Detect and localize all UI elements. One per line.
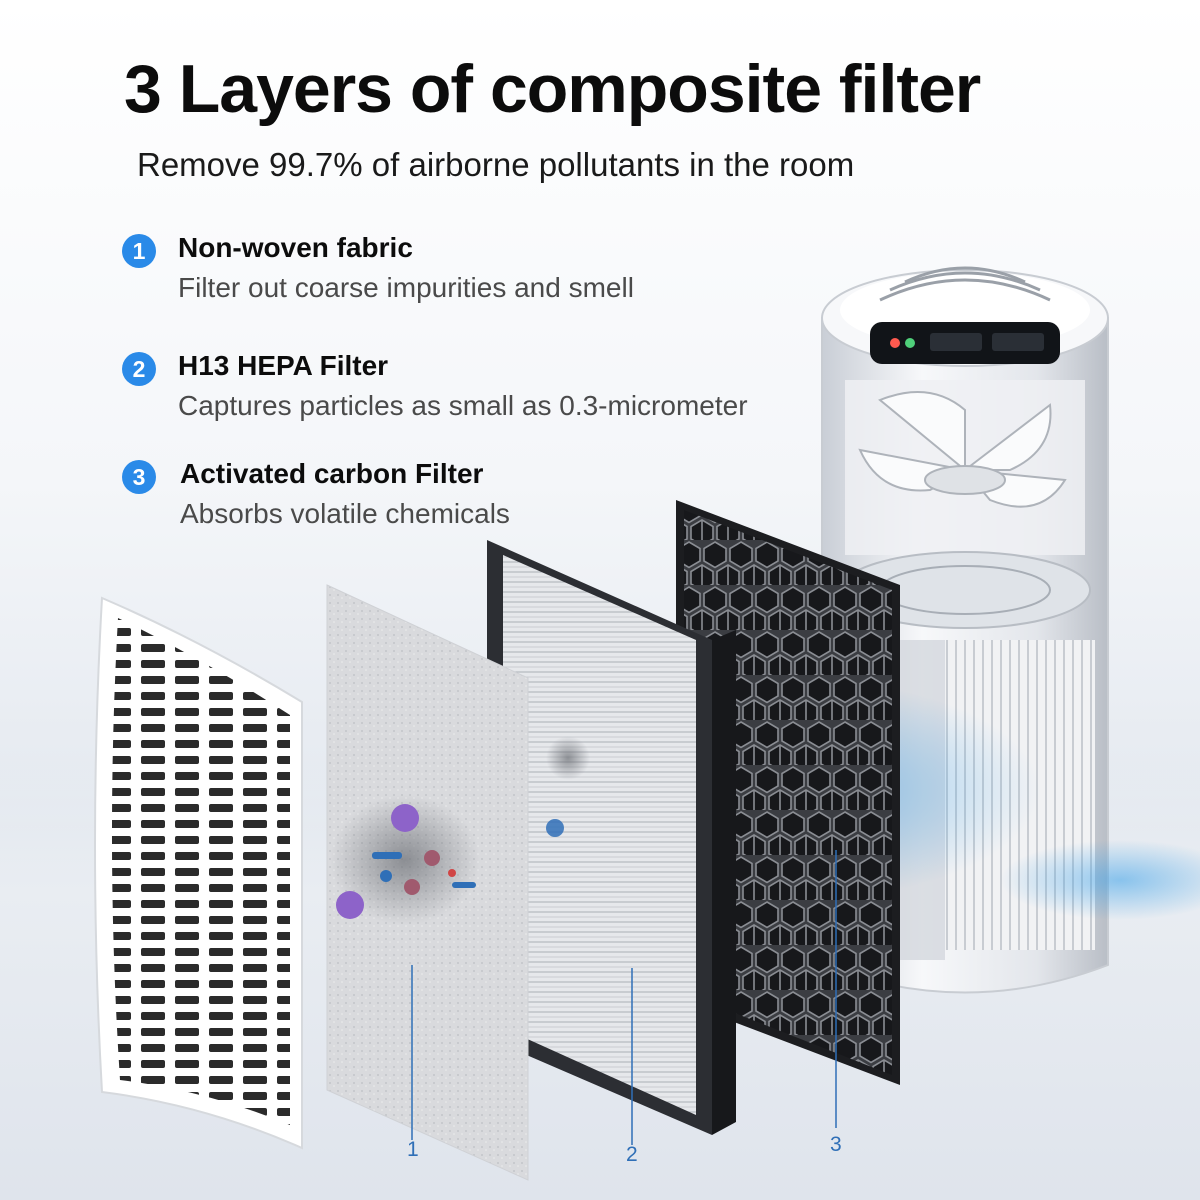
top-vent-grille — [879, 266, 1051, 302]
non-woven-filter-layer — [326, 584, 529, 1181]
page-subtitle: Remove 99.7% of airborne pollutants in t… — [137, 146, 855, 183]
feature-description: Filter out coarse impurities and smell — [178, 272, 634, 303]
feature-title: Activated carbon Filter — [180, 458, 484, 489]
pollutant-cloud — [330, 795, 480, 925]
feature-description: Absorbs volatile chemicals — [180, 498, 510, 529]
front-grille-panel — [94, 596, 303, 1150]
number-badge-2: 2 — [122, 352, 156, 386]
number-badge-3: 3 — [122, 460, 156, 494]
callout-label-2: 2 — [626, 1143, 638, 1166]
feature-title: H13 HEPA Filter — [178, 350, 389, 381]
particle-icon — [546, 819, 564, 837]
feature-description: Captures particles as small as 0.3-micro… — [178, 390, 748, 421]
fan-blades — [858, 391, 1067, 508]
callout-label-3: 3 — [830, 1133, 842, 1156]
page-title: 3 Layers of composite filter — [124, 51, 981, 127]
number-badge-1: 1 — [122, 234, 156, 268]
callout-label-1: 1 — [407, 1138, 419, 1161]
feature-title: Non-woven fabric — [178, 232, 413, 263]
hepa-filter-layer — [487, 540, 736, 1135]
virus-icons — [336, 804, 476, 919]
callout-lines — [411, 850, 837, 1145]
